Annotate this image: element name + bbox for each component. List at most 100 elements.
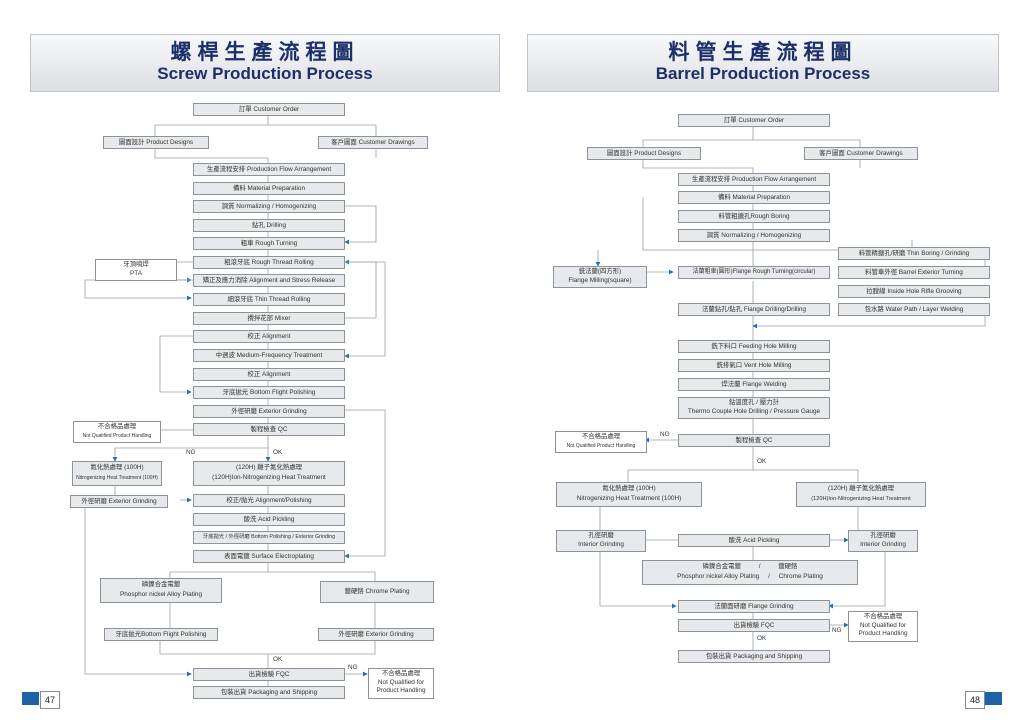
barrel-normalizing: 調質 Normalizing / Homogenizing [678, 229, 830, 242]
barrel-customer-order: 訂單 Customer Order [678, 114, 830, 127]
barrel-int-right-zh: 孔徑研磨 [870, 532, 896, 539]
screw-alignment-1: 校正 Alignment [193, 330, 345, 343]
screw-nq2-en2: Product Handling [376, 687, 426, 695]
barrel-nq-box: 不合格品處理 Not Qualified Product Handling [555, 431, 647, 453]
barrel-nitro-en: Nitrogenizing Heat Treatment (100H) [576, 495, 682, 502]
barrel-flange-weld: 焊法蘭 Flange Welding [678, 378, 830, 391]
barrel-flange-drill: 法蘭鉆孔/鉆孔 Flange Drilling/Drilling [678, 303, 830, 316]
screw-nq2-zh: 不合格品處理 [381, 670, 421, 677]
barrel-nq2-en2: Product Handling [858, 630, 908, 638]
screw-fqc: 出貨檢驗 FQC [193, 668, 345, 681]
screw-nitro-zh: 氮化熱處理 (100H) [90, 464, 144, 471]
barrel-rough-boring: 料管粗搪孔Rough Boring [678, 210, 830, 223]
company-logo-right [985, 692, 1002, 705]
barrel-ion-zh: (120H) 離子氮化熱處理 [827, 485, 895, 492]
barrel-vent: 銑排氣口 Vent Hole Milling [678, 359, 830, 372]
barrel-thin-boring: 料管精搪孔/研磨 Thin Boring / Grinding [838, 247, 990, 260]
barrel-header: 料管生產流程圖 Barrel Production Process [527, 34, 999, 92]
barrel-ng-label: NG [660, 431, 670, 438]
barrel-water: 包水路 Water Path / Layer Welding [838, 303, 990, 316]
barrel-acid: 酸洗 Acid Pickling [678, 534, 830, 547]
screw-title-zh: 螺桿生產流程圖 [170, 40, 360, 64]
screw-ok-label: OK [273, 449, 283, 456]
barrel-ok2-label: OK [757, 635, 767, 642]
barrel-thermo-zh: 鉆溫度孔 / 壓力計 [728, 399, 780, 406]
screw-product-designs: 圖面設計 Product Designs [103, 136, 209, 149]
screw-customer-drawings: 客戶圖面 Customer Drawings [318, 136, 428, 149]
barrel-ion-en: (120H)Ion-Nitrogenizing Heat Treatment [811, 496, 911, 502]
barrel-plating-zh: 磷鎳合金電鍍 / 鍍硬鉻 [702, 563, 798, 570]
barrel-rifle: 拉膛線 Inside Hole Rifle Grooving [838, 285, 990, 298]
screw-acid: 酸洗 Acid Pickling [193, 513, 345, 526]
barrel-nq-en: Not Qualified Product Handling [566, 442, 636, 449]
barrel-flange-mill-box: 銑法蘭(四方形) Flange Milling(square) [553, 266, 647, 288]
barrel-ext-turning: 料管車外徑 Barrel Exterior Turning [838, 266, 990, 279]
barrel-nitro-box: 氮化熱處理 (100H) Nitrogenizing Heat Treatmen… [556, 482, 702, 507]
screw-ion-zh: (120H) 離子氮化熱處理 [235, 464, 303, 471]
barrel-qc: 製程檢查 QC [678, 434, 830, 447]
barrel-nq2-en1: Not Qualified for [859, 621, 907, 629]
barrel-flow-arrangement: 生產流程安排 Production Flow Arrangement [678, 173, 830, 186]
screw-header: 螺桿生產流程圖 Screw Production Process [30, 34, 500, 92]
screw-chrome: 鍍硬鉻 Chrome Plating [320, 581, 434, 603]
screw-nq-box: 不合格品處理 Not Qualified Product Handling [73, 421, 161, 443]
screw-mixer: 攪拌花部 Mixer [193, 312, 345, 325]
barrel-nitro-zh: 氮化熱處理 (100H) [602, 485, 656, 492]
barrel-packaging: 包裝出貨 Packaging and Shipping [678, 650, 830, 663]
screw-ext-grinding-left: 外徑研磨 Exterior Grinding [70, 495, 168, 508]
barrel-thermo-en: Thermo Couple Hole Drilling / Pressure G… [687, 407, 821, 415]
barrel-ion-box: (120H) 離子氮化熱處理 (120H)Ion-Nitrogenizing H… [796, 482, 926, 507]
screw-nq2-box: 不合格品處理 Not Qualified for Product Handlin… [368, 668, 434, 699]
screw-ext-grinding: 外徑研磨 Exterior Grinding [193, 405, 345, 418]
page-number-left: 47 [40, 691, 60, 709]
barrel-customer-drawings: 客戶圖面 Customer Drawings [804, 147, 918, 160]
screw-phos-zh: 磷鎳合金電鍍 [141, 581, 181, 588]
screw-ng2-label: NG [348, 664, 358, 671]
screw-ok2-label: OK [273, 656, 283, 663]
screw-nitro-box: 氮化熱處理 (100H) Nitrogenizing Heat Treatmen… [72, 461, 162, 486]
screw-pta-zh: 牙頂噴焊 [123, 261, 149, 268]
screw-qc: 製程檢查 QC [193, 423, 345, 436]
barrel-int-left-box: 孔徑研磨 Interior Grinding [556, 530, 646, 552]
screw-nitro-en: Nitrogenizing Heat Treatment (100H) [76, 475, 158, 481]
screw-bottom-polish-2: 牙底拋光Bottom Flight Polishing [104, 628, 218, 641]
barrel-flange-grind: 法蘭面研磨 Flange Grinding [678, 600, 830, 613]
screw-ng-label: NG [186, 449, 196, 456]
screw-bottom-ext: 牙底拋光 / 外徑研磨 Bottom Polishing / Exterior … [193, 531, 345, 544]
barrel-flange-mill-zh: 銑法蘭(四方形) [578, 268, 622, 275]
screw-title-en: Screw Production Process [157, 64, 373, 83]
screw-nq2-en1: Not Qualified for [377, 678, 425, 686]
screw-pta-box: 牙頂噴焊 PTA [95, 259, 177, 281]
barrel-plating-box: 磷鎳合金電鍍 / 鍍硬鉻 Phosphor nickel Alloy Plati… [642, 560, 858, 585]
barrel-nq-zh: 不合格品處理 [581, 433, 621, 440]
company-logo-left [22, 692, 39, 705]
screw-nq-en: Not Qualified Product Handling [82, 432, 152, 439]
barrel-int-right-box: 孔徑研磨 Interior Grinding [848, 530, 918, 552]
barrel-title-zh: 料管生產流程圖 [668, 40, 858, 64]
barrel-plating-en: Phosphor nickel Alloy Plating / Chrome P… [677, 573, 823, 580]
screw-ion-en: (120H)Ion-Nitrogenizing Heat Treatment [212, 474, 326, 481]
screw-customer-order: 訂單 Customer Order [193, 103, 345, 116]
screw-thin-thread: 細滾牙底 Thin Thread Rolling [193, 293, 345, 306]
screw-alignment-2: 校正 Alignment [193, 368, 345, 381]
screw-bottom-polish: 牙底拋光 Bottom Flight Polishing [193, 386, 345, 399]
barrel-flange-rough: 法蘭粗車(圓形)Flange Rough Turning(circular) [678, 266, 830, 279]
screw-surface: 表面電鍍 Surface Electroplating [193, 550, 345, 563]
barrel-title-en: Barrel Production Process [655, 64, 871, 83]
barrel-material-prep: 備料 Material Preparation [678, 191, 830, 204]
barrel-int-left-zh: 孔徑研磨 [588, 532, 614, 539]
screw-material-prep: 備料 Material Preparation [193, 182, 345, 195]
barrel-ok-label: OK [757, 458, 767, 465]
barrel-flange-mill-en: Flange Milling(square) [568, 276, 632, 284]
screw-rough-thread: 粗滾牙底 Rough Thread Rolling [193, 256, 345, 269]
screw-flow-arrangement: 生產流程安排 Production Flow Arrangement [193, 163, 345, 176]
barrel-fqc: 出貨檢驗 FQC [678, 619, 830, 632]
barrel-feeding: 銑下料口 Feeding Hole Milling [678, 340, 830, 353]
screw-alignment-stress: 矯正及應力消除 Alignment and Stress Release [193, 274, 345, 287]
screw-phos-en: Phosphor nickel Alloy Plating [119, 591, 203, 598]
barrel-ng2-label: NG [832, 627, 842, 634]
screw-ion-box: (120H) 離子氮化熱處理 (120H)Ion-Nitrogenizing H… [193, 461, 345, 486]
screw-normalizing: 調質 Normalizing / Homogenizing [193, 200, 345, 213]
screw-nq-zh: 不合格品處理 [97, 423, 137, 430]
